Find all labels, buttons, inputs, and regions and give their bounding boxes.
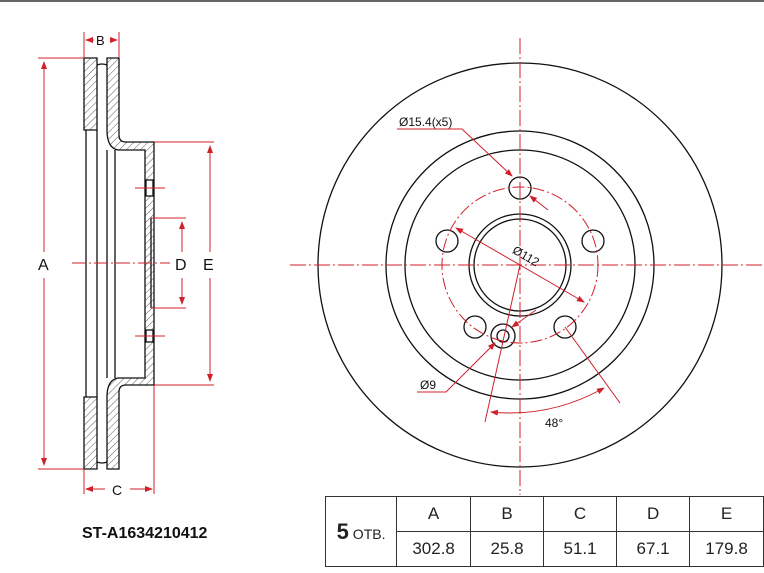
outer-plate-hub	[106, 57, 155, 470]
label-e: E	[203, 257, 214, 274]
inner-plate-top	[83, 57, 98, 131]
value-a: 302.8	[396, 531, 472, 567]
holes-cell: 5 ОТВ.	[324, 496, 398, 567]
header-d: D	[616, 496, 691, 532]
value-c: 51.1	[543, 531, 618, 567]
value-b: 25.8	[470, 531, 545, 567]
pcd-label: Ø112	[510, 243, 542, 270]
label-a: A	[38, 257, 49, 274]
label-b: B	[96, 33, 105, 48]
side-dimensions	[38, 32, 214, 494]
label-c: C	[112, 482, 122, 498]
header-b: B	[470, 496, 545, 532]
inner-plate-bottom	[83, 396, 98, 470]
header-c: C	[543, 496, 618, 532]
bolt-hole	[463, 315, 487, 339]
dimensions-table: 5 ОТВ. A B C D E 302.8 25.8 51.1 67.1 17…	[324, 496, 764, 567]
header-e: E	[689, 496, 764, 532]
holes-count: 5	[336, 518, 349, 544]
small-hole	[490, 323, 516, 349]
label-d: D	[175, 257, 187, 274]
bolt-hole	[581, 229, 605, 253]
bolt-hole-label: Ø15.4(x5)	[399, 115, 452, 129]
angle-label: 48°	[545, 416, 563, 430]
part-number: ST-A1634210412	[82, 525, 208, 542]
bolt-hole	[435, 229, 459, 253]
side-view	[83, 57, 155, 470]
front-dimensions	[290, 38, 764, 495]
value-e: 179.8	[689, 531, 764, 567]
header-a: A	[396, 496, 472, 532]
bolt-hole	[553, 315, 577, 339]
small-hole-label: Ø9	[420, 378, 436, 392]
holes-suffix: ОТВ.	[348, 525, 386, 542]
value-d: 67.1	[616, 531, 691, 567]
